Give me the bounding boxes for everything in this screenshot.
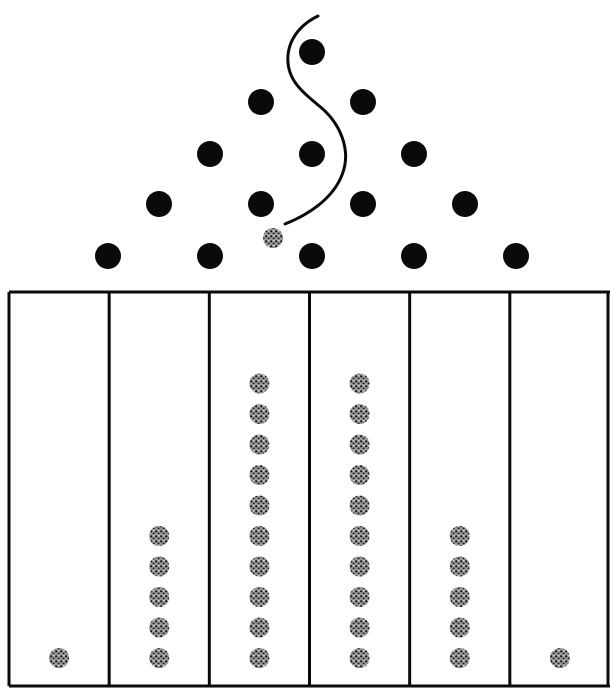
bin-ball xyxy=(249,587,270,607)
peg xyxy=(350,191,376,217)
falling-ball xyxy=(263,228,283,248)
bin-ball xyxy=(149,587,170,607)
peg xyxy=(401,243,427,269)
peg xyxy=(248,191,274,217)
bin-ball xyxy=(249,465,270,485)
bin-ball xyxy=(349,404,370,424)
bin-ball xyxy=(549,648,570,668)
bin-ball xyxy=(349,556,370,577)
bin-ball xyxy=(349,648,370,668)
bin-ball xyxy=(449,587,470,607)
bin-ball xyxy=(449,526,470,546)
bin-ball xyxy=(149,526,170,546)
peg xyxy=(197,141,223,167)
peg xyxy=(350,89,376,115)
bin-ball xyxy=(349,465,370,485)
peg xyxy=(452,191,478,217)
bin-ball xyxy=(149,556,170,577)
bin-ball xyxy=(249,434,270,455)
bin-ball xyxy=(449,556,470,577)
peg xyxy=(95,243,121,269)
bin-ball xyxy=(249,495,270,516)
bin-ball xyxy=(349,587,370,607)
peg xyxy=(146,191,172,217)
bin-ball xyxy=(249,648,270,668)
bin-ball xyxy=(249,373,270,394)
bin-ball xyxy=(249,617,270,638)
bin-ball xyxy=(149,617,170,638)
bin-ball xyxy=(249,526,270,546)
bin-ball xyxy=(249,556,270,577)
falling-ball-group xyxy=(263,228,283,248)
ball-trajectory-path xyxy=(283,14,347,226)
peg xyxy=(401,141,427,167)
bin-ball xyxy=(149,648,170,668)
bin-ball xyxy=(49,648,70,668)
collected-balls xyxy=(49,373,570,668)
collection-bins xyxy=(7,290,610,688)
peg xyxy=(197,243,223,269)
peg xyxy=(299,141,325,167)
peg xyxy=(503,243,529,269)
bin-ball xyxy=(449,648,470,668)
bin-ball xyxy=(449,617,470,638)
bin-ball xyxy=(349,434,370,455)
bin-ball xyxy=(349,526,370,546)
bin-ball xyxy=(349,495,370,516)
peg xyxy=(299,243,325,269)
peg-grid xyxy=(95,39,529,269)
bin-ball xyxy=(249,404,270,424)
peg xyxy=(248,89,274,115)
bin-ball xyxy=(349,617,370,638)
peg xyxy=(299,39,325,65)
bin-ball xyxy=(349,373,370,394)
